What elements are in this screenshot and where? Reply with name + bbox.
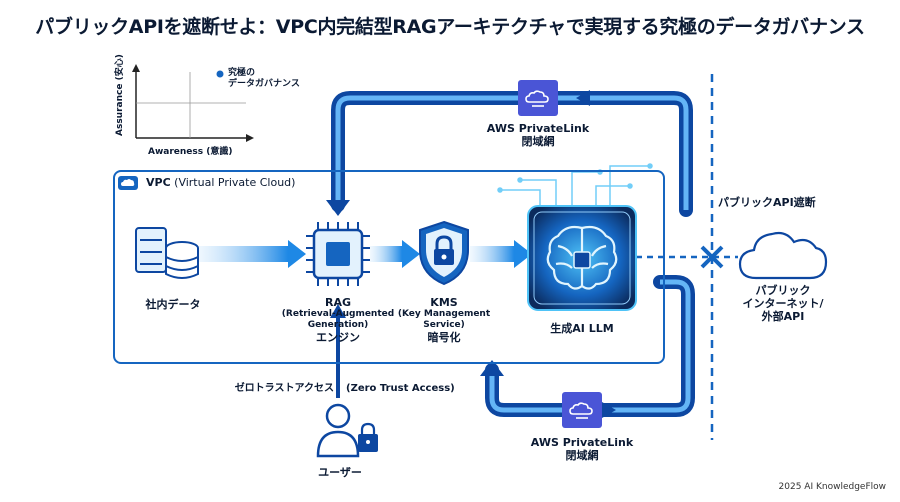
- database-icon: [135, 227, 199, 279]
- rag-chip-icon: [306, 222, 370, 286]
- kms-label-2: (Key Management: [397, 309, 491, 319]
- quadrant-chart: [132, 64, 254, 142]
- rag-label-4: エンジン: [316, 331, 360, 344]
- user-label: ユーザー: [318, 466, 362, 479]
- vpc-label-bold: VPC: [146, 176, 171, 189]
- flow-data-to-rag: [196, 246, 288, 262]
- public-api-block-label: パブリックAPI遮断: [718, 196, 816, 209]
- privatelink-bottom-icon: [562, 392, 602, 428]
- page-title: パブリックAPIを遮断せよ：VPC内完結型RAGアーキテクチャで実現する究極のデ…: [35, 16, 865, 38]
- internet-label: パブリック インターネット/ 外部API: [728, 284, 838, 323]
- quadrant-y-arrow: [132, 64, 140, 72]
- internet-label-2: インターネット/: [742, 297, 824, 310]
- internet-cloud-icon: [738, 231, 828, 280]
- privatelink-bottom-label-1: AWS PrivateLink: [530, 436, 634, 449]
- bottom-pipe-arrowhead: [480, 360, 504, 376]
- kms-label-1: KMS: [430, 296, 458, 309]
- kms-label-3: Service): [423, 320, 465, 330]
- privatelink-bottom-label-2: 閉域網: [565, 449, 599, 462]
- zero-trust-label-jp: ゼロトラストアクセス: [234, 383, 334, 394]
- bottom-pipe-mid-arrow: [602, 402, 616, 418]
- internet-label-1: パブリック: [755, 284, 811, 297]
- user-lock-icon: [316, 403, 378, 458]
- legend-dot: [216, 70, 224, 78]
- privatelink-top-icon: [518, 80, 558, 116]
- top-pipe-mid-arrow: [576, 90, 590, 106]
- kms-shield-lock-icon: [419, 220, 469, 286]
- rag-label-3: Generation): [307, 320, 369, 330]
- flow-rag-to-kms: [370, 246, 402, 262]
- top-pipe-arrowhead: [326, 200, 350, 216]
- internet-label-3: 外部API: [761, 310, 805, 323]
- data-flows: [196, 240, 532, 268]
- flow-kms-to-llm: [470, 246, 514, 262]
- rag-label-2: (Retrieval-Augmented: [281, 309, 395, 319]
- vpc-label: VPC (Virtual Private Cloud): [146, 176, 295, 189]
- kms-label: KMS (Key Management Service) 暗号化: [394, 296, 494, 344]
- quadrant-x-label: Awareness (意識): [148, 147, 233, 157]
- zero-trust-arrow: [330, 304, 346, 398]
- quadrant-legend-label: 究極の データガバナンス: [228, 68, 300, 90]
- llm-label: 生成AI LLM: [550, 322, 614, 335]
- vpc-label-rest: (Virtual Private Cloud): [170, 176, 296, 189]
- vpc-cloud-icon: [118, 176, 138, 190]
- kms-label-4: 暗号化: [427, 331, 461, 344]
- privatelink-top-label-1: AWS PrivateLink: [486, 122, 590, 135]
- internal-data-label: 社内データ: [145, 298, 201, 311]
- footer-credit: 2025 AI KnowledgeFlow: [778, 482, 886, 492]
- quadrant-x-arrow: [246, 134, 254, 142]
- legend-line-2: データガバナンス: [228, 79, 300, 89]
- privatelink-top-label-2: 閉域網: [521, 135, 555, 148]
- block-x-2: [700, 245, 724, 269]
- privatelink-top-label: AWS PrivateLink 閉域網: [478, 122, 598, 148]
- bottom-pipe: [480, 275, 695, 418]
- privatelink-bottom-label: AWS PrivateLink 閉域網: [522, 436, 642, 462]
- zero-trust-label-en: (Zero Trust Access): [346, 383, 455, 394]
- top-pipe: [326, 90, 693, 217]
- llm-brain-chip-icon: [527, 205, 637, 311]
- legend-line-1: 究極の: [228, 68, 256, 78]
- quadrant-y-label: Assurance (安心): [115, 54, 125, 136]
- vpc-boundary: [113, 170, 665, 364]
- rag-label-1: RAG: [324, 296, 351, 309]
- blocked-path: [636, 74, 738, 440]
- rag-label: RAG (Retrieval-Augmented Generation) エンジ…: [272, 296, 404, 344]
